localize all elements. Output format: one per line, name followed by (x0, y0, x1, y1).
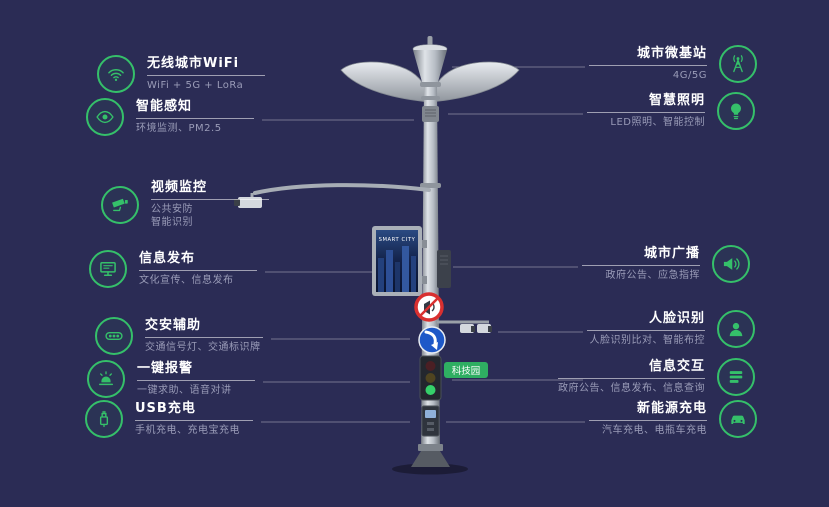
feature-title: 信息发布 (139, 251, 257, 271)
feature-title: 交安辅助 (145, 318, 263, 338)
equipment-box (437, 250, 451, 288)
feature-usb-charging: USB充电 手机充电、充电宝充电 (85, 400, 253, 438)
feature-title: USB充电 (135, 401, 253, 421)
feature-title: 人脸识别 (587, 311, 705, 331)
feature-title: 智能感知 (136, 99, 254, 119)
feature-smart-lighting: 智慧照明 LED照明、智能控制 (587, 92, 755, 130)
feature-subtitle: 环境监测、PM2.5 (136, 123, 222, 134)
no-horn-sign (414, 292, 444, 322)
feature-face-recognition: 人脸识别 人脸识别比对、智能布控 (587, 310, 755, 348)
antenna-icon (719, 45, 757, 83)
led-screen: SMART CITY (372, 226, 427, 296)
feature-subtitle: 人脸识别比对、智能布控 (589, 335, 705, 346)
traffic-light-icon (95, 317, 133, 355)
cctv-camera-icon (101, 185, 139, 224)
feature-traffic-assist: 交安辅助 交通信号灯、交通标识牌 (95, 317, 263, 355)
feature-title: 无线城市WiFi (147, 56, 265, 76)
feature-subtitle: 汽车充电、电瓶车充电 (602, 425, 707, 436)
feature-wifi: 无线城市WiFi WiFi + 5G + LoRa (97, 55, 265, 93)
display-icon (89, 250, 127, 288)
feature-subtitle: 政府公告、信息发布、信息查询 (558, 383, 705, 394)
feature-subtitle: 交通信号灯、交通标识牌 (145, 342, 261, 353)
pole-top-lamps (340, 36, 520, 103)
sensor-icon (86, 98, 124, 136)
park-label: 科技园 (444, 362, 488, 378)
park-label-text: 科技园 (452, 365, 481, 377)
pole-base (411, 444, 450, 467)
feature-subtitle: 手机充电、充电宝充电 (135, 425, 240, 436)
feature-subtitle: LED照明、智能控制 (610, 117, 705, 128)
feature-smart-sensing: 智能感知 环境监测、PM2.5 (86, 98, 254, 136)
feature-subtitle: 政府公告、应急指挥 (605, 270, 700, 281)
feature-ev-charging: 新能源充电 汽车充电、电瓶车充电 (589, 400, 757, 438)
traffic-signal (419, 355, 442, 401)
feature-title: 新能源充电 (589, 401, 707, 421)
car-icon (719, 400, 757, 438)
feature-subtitle: 一键求助、语音对讲 (137, 385, 232, 396)
feature-title: 城市广播 (582, 246, 700, 266)
alarm-siren-icon (87, 360, 125, 398)
usb-plug-icon (85, 400, 123, 438)
face-recognition-cameras (437, 320, 492, 333)
feature-title: 一键报警 (137, 361, 255, 381)
speaker-icon (712, 245, 750, 283)
feature-one-key-alarm: 一键报警 一键求助、语音对讲 (87, 360, 255, 398)
feature-title: 视频监控 (151, 180, 269, 200)
person-icon (717, 310, 755, 348)
direction-sign (418, 326, 446, 354)
feature-subtitle: 文化宣传、信息发布 (139, 275, 234, 286)
pole-speaker (422, 106, 439, 122)
feature-title: 智慧照明 (587, 93, 705, 113)
wifi-icon (97, 55, 135, 93)
screen-title: SMART CITY (379, 237, 416, 243)
feature-title: 信息交互 (558, 359, 705, 379)
feature-subtitle: 4G/5G (672, 70, 707, 81)
feature-micro-base-station: 城市微基站 4G/5G (589, 45, 757, 83)
feature-info-publish: 信息发布 文化宣传、信息发布 (89, 250, 257, 288)
usb-charging-panel (421, 405, 440, 437)
feature-info-interaction: 信息交互 政府公告、信息发布、信息查询 (558, 358, 755, 396)
feature-title: 城市微基站 (589, 46, 707, 66)
list-icon (717, 358, 755, 396)
lightbulb-icon (717, 92, 755, 130)
feature-subtitle: 公共安防 智能识别 (151, 204, 193, 228)
feature-city-broadcast: 城市广播 政府公告、应急指挥 (582, 245, 750, 283)
feature-video-surveillance: 视频监控 公共安防 智能识别 (101, 180, 269, 229)
feature-subtitle: WiFi + 5G + LoRa (147, 80, 244, 91)
